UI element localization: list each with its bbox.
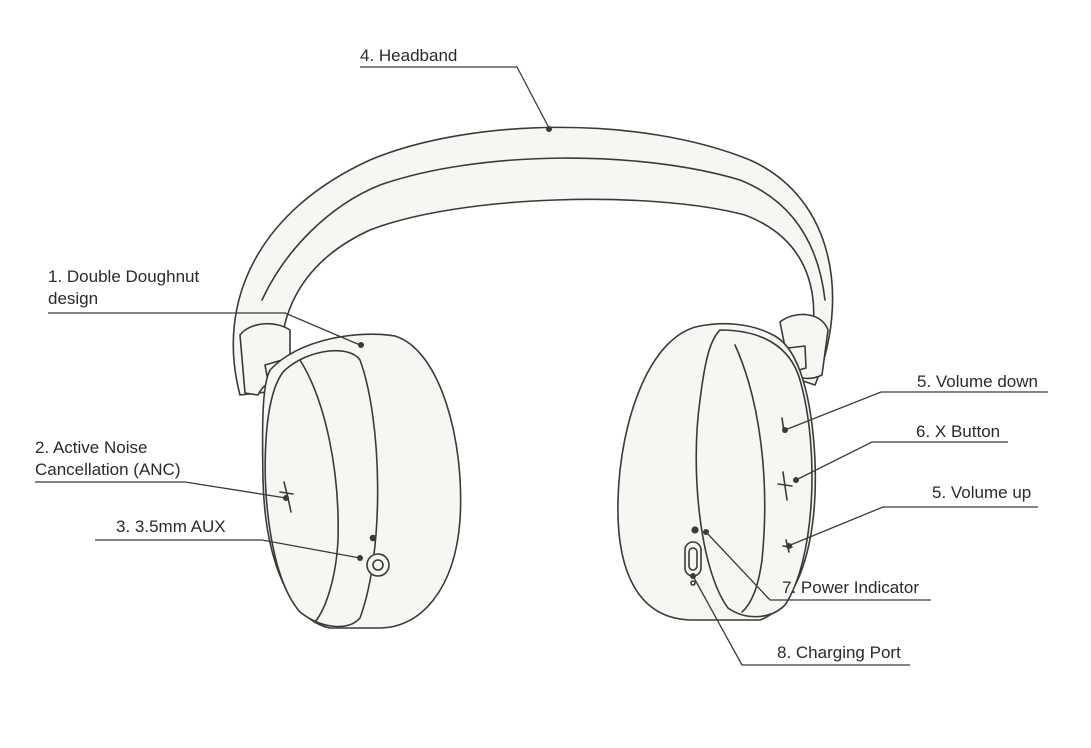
anc-dot (283, 495, 289, 501)
charging-port-dot (690, 573, 696, 579)
aux-leader (95, 539, 361, 559)
charging-port-outer (684, 541, 702, 577)
label-charging-port: 8. Charging Port (777, 643, 901, 662)
x-button-leader (795, 441, 1008, 481)
label-anc-line1: 2. Active Noise (35, 438, 148, 457)
charging-port-leader (692, 575, 910, 666)
label-x-button: 6. X Button (916, 422, 1001, 441)
power-indicator-dot (703, 529, 709, 535)
volume-up-dot (786, 543, 792, 549)
label-aux: 3. 3.5mm AUX (116, 517, 226, 536)
headband-inner-edge (261, 157, 826, 301)
double-doughnut-dot (358, 342, 364, 348)
aux-port-inner (372, 559, 384, 571)
aux-dot (357, 555, 363, 561)
right-earcup-ring (734, 344, 766, 613)
power-indicator-leader (705, 531, 931, 601)
right-earcup-face (695, 329, 813, 618)
charging-port-small-led (690, 580, 696, 586)
label-headband: 4. Headband (360, 46, 458, 65)
power-indicator-led (691, 526, 699, 534)
anc-leader (35, 481, 287, 499)
headband-dot (546, 126, 552, 132)
double-doughnut-leader (48, 312, 361, 346)
x-button (777, 471, 793, 501)
label-volume-up: 5. Volume up (932, 483, 1032, 502)
aux-port-outer (366, 553, 390, 577)
volume-up-leader (787, 506, 1038, 547)
volume-down-leader (784, 391, 1048, 431)
x-button-dot (793, 477, 799, 483)
left-earcup-face (264, 349, 379, 628)
left-earcup-ring (299, 359, 339, 623)
label-power-indicator: 7. Power Indicator (782, 578, 920, 597)
charging-port-inner (688, 547, 698, 571)
headband-leader (360, 66, 550, 129)
aux-indicator-dot (369, 534, 377, 542)
label-double-doughnut-line2: design (48, 289, 99, 308)
label-anc-line2: Cancellation (ANC) (35, 460, 181, 479)
label-volume-down: 5. Volume down (917, 372, 1038, 391)
volume-down-dot (782, 427, 788, 433)
label-double-doughnut-line1: 1. Double Doughnut (48, 267, 200, 286)
